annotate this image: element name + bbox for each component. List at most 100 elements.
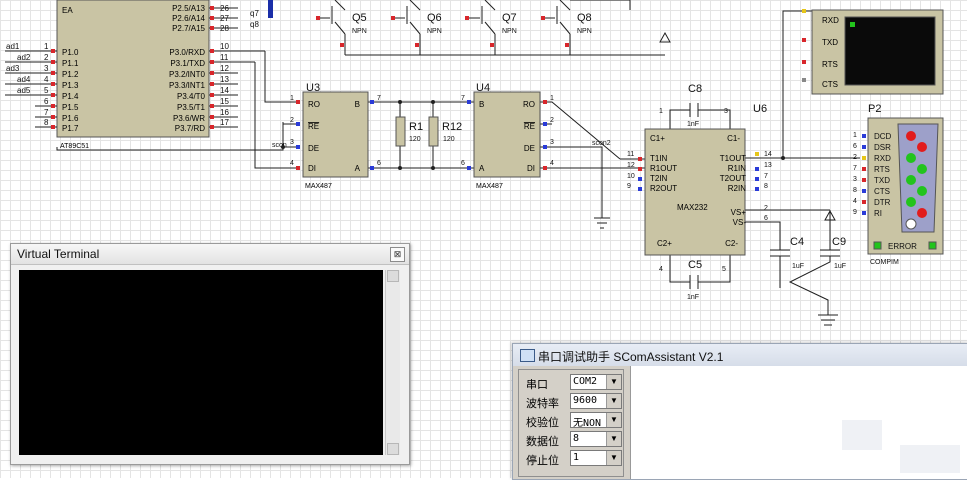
u3-pin-de: DE — [308, 144, 319, 153]
mcu-pin-right-7: P3.4/T0 — [177, 92, 206, 101]
p2-num-9: 9 — [853, 209, 857, 216]
u6-pin-r1in: R1IN — [728, 164, 746, 173]
u6-num-4: 4 — [659, 266, 663, 273]
mcu-pin-num-r3: 10 — [220, 42, 229, 51]
u6-part: MAX232 — [677, 203, 708, 212]
resistor-r12[interactable]: R12 120 — [428, 116, 462, 147]
mcu-at89c51[interactable]: EA P1.0 P1.1 P1.2 P1.3 P1.4 P1.5 P1.6 P1… — [56, 0, 210, 150]
mcu-pin-right-5: P3.2/INT0 — [169, 70, 206, 79]
net-scon: scon — [272, 142, 287, 149]
u6-max232[interactable]: U6 C1+ T1IN R1OUT T2IN R2OUT C2+ C1- T1O… — [644, 103, 767, 256]
parity-value: 无NON — [573, 418, 602, 429]
p2-num-3: 3 — [853, 176, 857, 183]
u4-num-4: 4 — [550, 160, 554, 167]
u4-pin-di: DI — [527, 164, 535, 173]
net-ad4: ad4 — [17, 75, 31, 84]
p2-pin-numbers: 1 6 2 7 3 8 4 9 — [853, 132, 857, 216]
chevron-down-icon[interactable]: ▼ — [606, 432, 621, 446]
p2-num-6: 6 — [853, 143, 857, 150]
databits-label: 数据位 — [526, 436, 559, 448]
mcu-pin-left-8: P1.7 — [62, 124, 79, 133]
p2-pin-dcd: DCD — [874, 132, 892, 141]
q7-ref: Q7 — [502, 12, 517, 24]
app-icon — [520, 349, 535, 362]
mcu-pin-left-6: P1.5 — [62, 103, 79, 112]
u6-num-3: 3 — [724, 108, 728, 115]
chevron-down-icon[interactable]: ▼ — [606, 451, 621, 465]
u6-pin-r2out: R2OUT — [650, 184, 677, 193]
mcu-pin-right-0: P2.5/A13 — [172, 4, 205, 13]
u6-num-14: 14 — [764, 151, 772, 158]
c9-value: 1uF — [834, 263, 846, 270]
scroll-down-icon[interactable] — [387, 443, 399, 455]
mcu-pin-num-r10: 17 — [220, 118, 229, 127]
u3-max487[interactable]: U3 RO RE DE DI B A MAX487 — [302, 82, 369, 190]
u6-num-7: 7 — [764, 173, 768, 180]
mcu-pin-left-2: P1.1 — [62, 59, 79, 68]
databits-select[interactable]: 8 ▼ — [570, 431, 622, 447]
mcu-pin-left-7: P1.6 — [62, 114, 79, 123]
p2-pin-rxd: RXD — [874, 154, 891, 163]
q5-type: NPN — [352, 28, 367, 35]
term-pin-cts: CTS — [822, 80, 838, 89]
net-ad2: ad2 — [17, 53, 31, 62]
stopbits-value: 1 — [573, 452, 580, 463]
mcu-top-nets: q7 q8 — [250, 9, 259, 29]
baud-select[interactable]: 9600 ▼ — [570, 393, 622, 409]
term-pin-rts: RTS — [822, 60, 838, 69]
mcu-pin-num-l7: 8 — [44, 118, 49, 127]
serial-assistant-titlebar[interactable]: 串口调试助手 SComAssistant V2.1 — [513, 344, 967, 366]
chevron-down-icon[interactable]: ▼ — [606, 394, 621, 408]
q7-type: NPN — [502, 28, 517, 35]
stopbits-select[interactable]: 1 ▼ — [570, 450, 622, 466]
port-label: 串口 — [526, 379, 548, 391]
terminal-part[interactable]: RXD TXD RTS CTS — [811, 9, 944, 95]
vertical-scrollbar[interactable] — [385, 270, 400, 455]
settings-frame — [518, 369, 624, 477]
virtual-terminal-titlebar[interactable]: Virtual Terminal ⊠ — [11, 244, 409, 265]
mcu-left-pins — [5, 50, 57, 128]
virtual-terminal-window[interactable]: Virtual Terminal ⊠ — [10, 243, 410, 465]
mcu-pin-right-4: P3.1/TXD — [170, 59, 205, 68]
u4-max487[interactable]: U4 B A RO RE DE DI MAX487 — [473, 82, 541, 190]
u6-pin-t2out: T2OUT — [720, 174, 746, 183]
u6-pin-c2p: C2+ — [657, 239, 672, 248]
parity-select[interactable]: 无NON ▼ — [570, 412, 622, 429]
stopbits-label: 停止位 — [526, 455, 559, 467]
close-icon[interactable]: ⊠ — [390, 247, 405, 262]
mcu-pin-num-l0: 1 — [44, 42, 49, 51]
q6-ref: Q6 — [427, 12, 442, 24]
u6-num-12: 12 — [627, 162, 635, 169]
mcu-pin-num-r5: 12 — [220, 64, 229, 73]
scroll-up-icon[interactable] — [387, 270, 399, 282]
u6-num-1: 1 — [659, 108, 663, 115]
c8-value: 1nF — [687, 121, 699, 128]
chevron-down-icon[interactable]: ▼ — [606, 413, 621, 427]
u6-pin-markers — [638, 152, 759, 191]
u3-pin-re: RE — [308, 122, 319, 131]
transistor-labels: Q5 Q6 Q7 Q8 — [352, 12, 592, 24]
p2-pin-markers — [862, 134, 866, 215]
u6-pin-vsp: VS+ — [731, 208, 747, 217]
mcu-pin-right-6: P3.3/INT1 — [169, 81, 206, 90]
serial-assistant-window[interactable]: 串口调试助手 SComAssistant V2.1 串口 COM2 ▼ 波特率 … — [512, 343, 967, 480]
u4-num-2: 2 — [550, 117, 554, 124]
port-value: COM2 — [573, 376, 598, 387]
u3-pin-markers — [296, 100, 374, 170]
chevron-down-icon[interactable]: ▼ — [606, 375, 621, 389]
mcu-pin-num-r7: 14 — [220, 86, 229, 95]
transistor-wiring — [318, 0, 671, 56]
terminal-screen[interactable] — [19, 270, 383, 455]
mcu-pin-right-9: P3.6/WR — [173, 114, 205, 123]
resistor-r1[interactable]: R1 120 — [395, 116, 423, 147]
blurred-watermark — [900, 445, 960, 473]
terminal-pin-markers — [802, 9, 806, 82]
p2-compim[interactable]: P2 ERROR COMPIM — [867, 103, 944, 266]
serial-assistant-title: 串口调试助手 SComAssistant V2.1 — [538, 350, 724, 364]
u4-pin-de: DE — [524, 144, 535, 153]
port-select[interactable]: COM2 ▼ — [570, 374, 622, 390]
p2-pin-cts: CTS — [874, 187, 890, 196]
mcu-pin-right-8: P3.5/T1 — [177, 103, 206, 112]
